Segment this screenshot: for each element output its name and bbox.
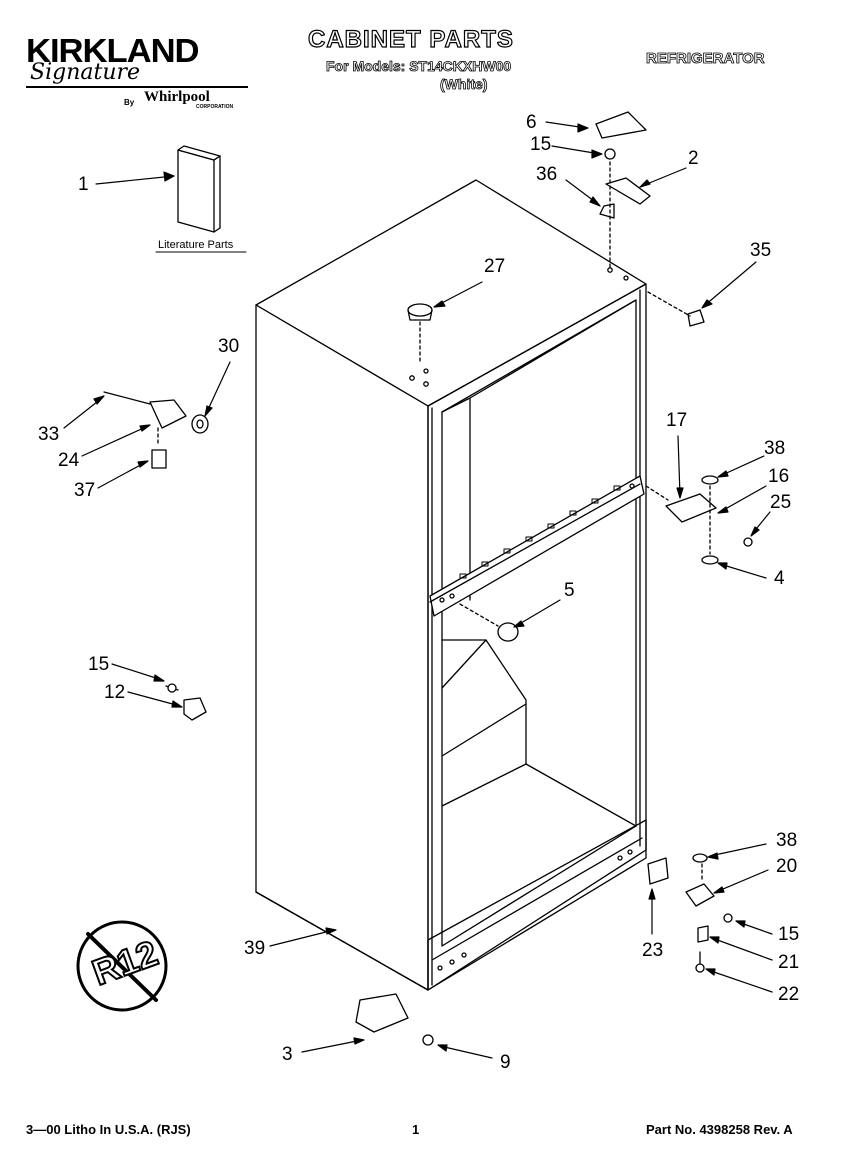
models-line: For Models: ST14CKXHW00 [326,58,512,75]
callout-30: 30 [218,336,240,357]
whirlpool-logo: Whirlpool [144,89,210,105]
footer-page-number: 1 [412,1122,420,1137]
part-5-knob [459,603,519,642]
callout-2: 2 [688,148,699,169]
callout-6: 6 [526,112,537,133]
callout-22: 22 [778,984,800,1005]
callout-33: 33 [38,424,60,445]
callout-15-right: 15 [778,924,800,945]
callout-15-left: 15 [88,654,110,675]
brand-name: KIRKLAND [26,32,200,69]
brand-rule [26,86,248,88]
callout-5: 5 [564,580,575,601]
callout-16: 16 [768,466,790,487]
brand-by: By [124,98,135,107]
door-stop-assembly [103,391,209,469]
callout-21: 21 [778,952,800,973]
callout-24: 24 [58,450,80,471]
brand-script: Signature [30,60,141,85]
callout-27: 27 [484,256,506,277]
literature-booklet [177,145,221,233]
callout-17: 17 [666,410,688,431]
center-hinge-assembly [645,475,753,565]
callout-4: 4 [774,568,785,589]
bottom-hinge-assembly [647,853,733,973]
leader-lines [63,121,773,1059]
part-27-plug [407,303,433,363]
callout-36: 36 [536,164,558,185]
callout-38-upper: 38 [764,438,786,459]
callout-39: 39 [244,938,266,959]
callout-25: 25 [770,492,792,513]
callout-9: 9 [500,1052,511,1073]
part-12-bracket [165,683,207,721]
literature-parts-label: Literature Parts [158,239,234,251]
callout-3: 3 [282,1044,293,1065]
brand-corp: CORPORATION [196,104,234,110]
footer-printing: 3—00 Litho In U.S.A. (RJS) [26,1122,191,1137]
r12-symbol [76,920,168,1012]
bottom-hinge-cover [355,993,434,1046]
callout-23: 23 [642,940,664,961]
callout-15-top: 15 [530,134,552,155]
page-title: CABINET PARTS [307,25,514,53]
category-label: REFRIGERATOR [646,50,765,68]
color-line: (White) [440,76,488,93]
footer-part-number: Part No. 4398258 Rev. A [646,1122,793,1137]
callout-20: 20 [776,856,798,877]
callout-38-lower: 38 [776,830,798,851]
callout-12: 12 [104,682,126,703]
mullion-hinge-holes [459,485,621,579]
top-hinge-assembly [595,111,705,327]
callout-35: 35 [750,240,772,261]
refrigerator-cabinet [255,179,647,991]
callout-37: 37 [74,480,96,501]
callout-1: 1 [78,174,89,195]
